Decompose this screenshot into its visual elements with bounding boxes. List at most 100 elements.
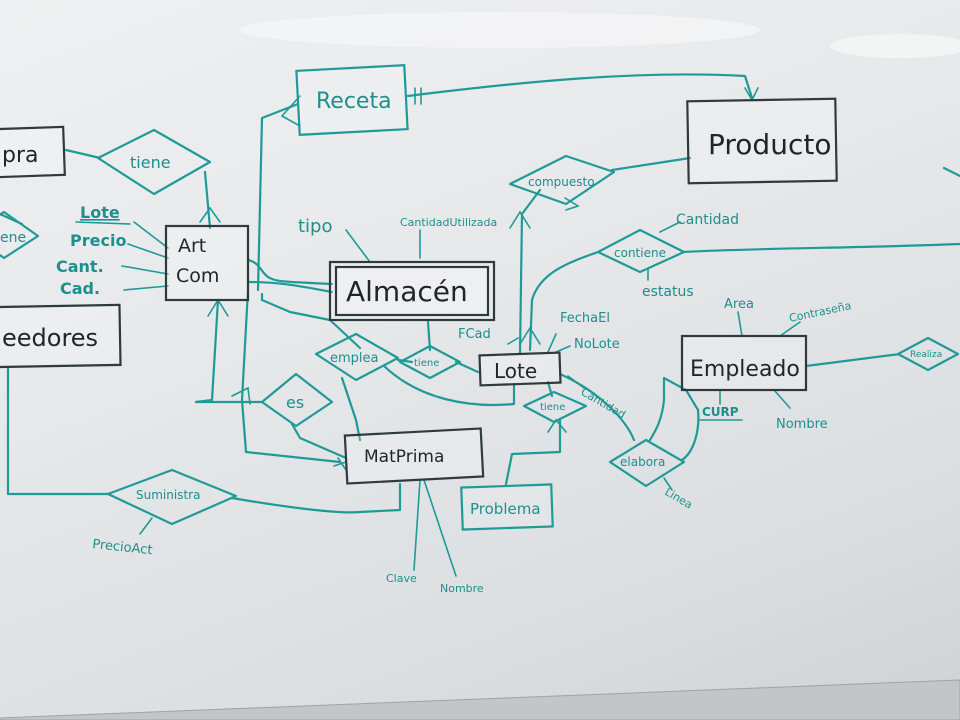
relationship-label-suministra: Suministra	[136, 488, 200, 502]
entity-proveedores: eedores	[0, 303, 122, 369]
line-compra-tiene	[64, 148, 102, 160]
receta-one-marker	[414, 87, 422, 105]
attr-line-clave	[413, 479, 421, 571]
marker-tray	[0, 679, 960, 720]
line-suministra-matprima	[230, 482, 402, 514]
relationship-emplea: emplea	[314, 332, 400, 382]
entity-label-empleado: Empleado	[690, 357, 800, 382]
attr-lote-underline	[75, 221, 131, 225]
relationship-left-cut: ene	[0, 210, 40, 260]
entity-label-receta: Receta	[316, 89, 392, 114]
attr-cant: Cant.	[56, 257, 104, 276]
entity-label-mat-prima: MatPrima	[364, 447, 444, 467]
entity-label-producto: Producto	[708, 128, 831, 161]
entity-problema: Problema	[460, 483, 554, 531]
entity-lote: Lote	[478, 351, 562, 387]
attr-cantidad-lote: Cantidad	[579, 385, 628, 421]
tiene-crowfoot	[547, 418, 567, 433]
relationship-label-left-cut: ene	[0, 230, 26, 246]
attr-line-cad	[123, 285, 169, 291]
relationship-es: es	[260, 372, 334, 428]
relationship-realiza: Realiza	[896, 336, 960, 372]
attr-line-nombre-empleado	[773, 389, 791, 409]
attr-estatus: estatus	[642, 284, 694, 300]
compuesto-crowfoot	[509, 210, 531, 229]
line-artcom-almacen-2	[246, 258, 334, 286]
entity-compra: pra	[0, 125, 66, 179]
attr-fcad: FCad	[458, 327, 491, 342]
attr-cad: Cad.	[60, 279, 100, 298]
entity-label-art: Art	[178, 235, 206, 257]
entity-receta: Receta	[295, 64, 409, 136]
entity-label-com: Com	[176, 265, 219, 287]
relationship-label-realiza: Realiza	[910, 350, 942, 360]
attr-fechael: FechaEl	[560, 311, 610, 326]
attr-line-fechael	[547, 333, 557, 353]
relationship-label-emplea: emplea	[330, 351, 379, 366]
relationship-tiene-problema: tiene	[522, 390, 588, 424]
attr-line-lote	[133, 221, 169, 249]
lote-crowfoot-top	[519, 326, 541, 345]
entity-label-proveedores: eedores	[2, 324, 98, 352]
line-contiene-right	[680, 242, 960, 254]
entity-producto: Producto	[686, 97, 838, 185]
attr-cantidad: Cantidad	[676, 212, 739, 228]
attr-curp: CURP	[702, 405, 739, 419]
attr-cantidad-utilizada: CantidadUtilizada	[400, 216, 497, 229]
line-proveedores-suministra	[6, 366, 112, 496]
relationship-label-tiene-problema: tiene	[540, 402, 565, 413]
relationship-elabora: elabora	[608, 438, 686, 488]
line-right-edge	[942, 166, 960, 178]
attr-lote: Lote	[80, 203, 120, 222]
line-emplea-tiene	[396, 358, 414, 364]
attr-contrasena: Contraseña	[788, 299, 852, 325]
es-crowfoot	[231, 386, 251, 405]
attr-precio-act: PrecioAct	[92, 537, 154, 558]
line-artcom-down	[194, 298, 220, 404]
line-elabora-empleado	[648, 376, 700, 462]
attr-line-nolote	[555, 345, 571, 353]
line-emplea-lote	[382, 364, 516, 407]
line-artcom-almacen	[246, 280, 334, 294]
relationship-label-contiene: contiene	[614, 246, 666, 260]
attr-precio: Precio	[70, 231, 126, 250]
attr-line-cantidad	[659, 221, 681, 233]
line-tiene-artcom	[203, 170, 212, 230]
attr-line-tipo	[345, 229, 371, 263]
relationship-label-es: es	[286, 393, 304, 412]
line-contiene-lote	[528, 250, 600, 352]
entity-almacen: Almacén	[328, 260, 496, 322]
entity-label-problema: Problema	[470, 500, 541, 518]
line-tiene-problema	[504, 418, 562, 486]
attr-line-linea	[663, 477, 673, 491]
attr-clave: Clave	[386, 572, 417, 585]
relationship-label-compuesto: compuesto	[528, 175, 595, 189]
matprima-crowfoot	[333, 457, 347, 471]
attr-linea: Linea	[663, 485, 695, 511]
attr-line-nombre-mp	[423, 479, 457, 577]
line-es-matprima	[290, 422, 348, 460]
line-tiene-lote	[454, 360, 480, 374]
entity-label-lote: Lote	[494, 359, 537, 383]
attr-line-precioact	[139, 517, 153, 535]
relationship-contiene: contiene	[596, 228, 686, 274]
entity-label-almacen: Almacén	[346, 275, 468, 308]
attr-nombre-mp: Nombre	[440, 582, 484, 595]
relationship-tiene-top: tiene	[96, 128, 212, 196]
line-receta-left	[256, 102, 300, 292]
line-to-emplea	[260, 292, 362, 350]
line-lote-elabora	[558, 372, 636, 442]
relationship-tiene-lote: tiene	[398, 344, 462, 380]
attr-area: Area	[724, 297, 754, 312]
attr-nolote: NoLote	[574, 337, 620, 352]
entity-empleado: Empleado	[680, 334, 808, 392]
attr-nombre-empleado: Nombre	[776, 417, 828, 432]
entity-label-compra: pra	[2, 143, 39, 168]
attr-tipo: tipo	[298, 216, 333, 237]
relationship-suministra: Suministra	[106, 468, 238, 526]
artcom-crowfoot-top	[199, 206, 221, 223]
attr-line-fcad	[507, 337, 519, 345]
entity-art-com: Art Com	[164, 224, 250, 302]
attr-line-area	[737, 311, 743, 337]
